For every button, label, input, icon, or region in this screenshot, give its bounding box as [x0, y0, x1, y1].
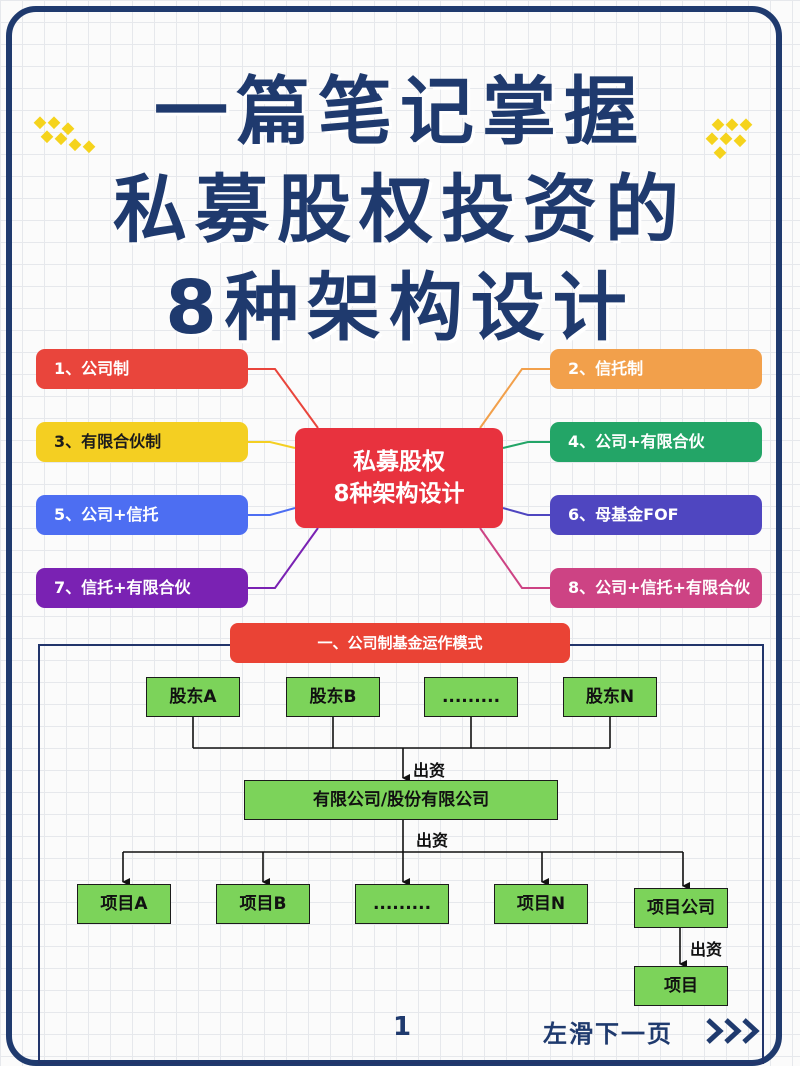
- chevron-right-icon[interactable]: [704, 1016, 768, 1046]
- invest-label-2: 出资: [416, 831, 449, 850]
- title-line-2: 私募股权投资的: [113, 167, 687, 253]
- section-title: 一、公司制基金运作模式: [230, 623, 570, 663]
- title-line-1: 一篇笔记掌握: [154, 69, 646, 155]
- mindmap-connectors: [248, 368, 550, 589]
- project-n: 项目N: [494, 884, 588, 924]
- structure-4-company-lp: 4、公司+有限合伙: [550, 422, 762, 462]
- company-box: 有限公司/股份有限公司: [244, 780, 558, 820]
- invest-label-3: 出资: [690, 940, 723, 959]
- invest-label-1: 出资: [413, 761, 446, 780]
- structure-6-fof: 6、母基金FOF: [550, 495, 762, 535]
- structure-1-company: 1、公司制: [36, 349, 248, 389]
- title-line-3: 8种架构设计: [165, 265, 635, 351]
- project-company: 项目公司: [634, 888, 728, 928]
- sparkle-left-icon: [33, 116, 96, 154]
- shareholder-ellipsis: .........: [424, 677, 518, 717]
- sparkle-right-icon: [705, 118, 753, 160]
- swipe-next-page-label[interactable]: 左滑下一页: [543, 1020, 673, 1048]
- project-b: 项目B: [216, 884, 310, 924]
- shareholder-a: 股东A: [146, 677, 240, 717]
- structure-5-company-trust: 5、公司+信托: [36, 495, 248, 535]
- project-ellipsis: .........: [355, 884, 449, 924]
- structure-7-trust-lp: 7、信托+有限合伙: [36, 568, 248, 608]
- shareholder-b: 股东B: [286, 677, 380, 717]
- structure-3-limited-partnership: 3、有限合伙制: [36, 422, 248, 462]
- center-topic-line-1: 私募股权: [353, 449, 445, 475]
- structure-8-company-trust-lp: 8、公司+信托+有限合伙: [550, 568, 762, 608]
- structure-2-trust: 2、信托制: [550, 349, 762, 389]
- shareholder-n: 股东N: [563, 677, 657, 717]
- project-a: 项目A: [77, 884, 171, 924]
- center-topic: 私募股权 8种架构设计: [295, 428, 503, 528]
- center-topic-line-2: 8种架构设计: [333, 481, 465, 507]
- page-number: 1: [393, 1012, 412, 1042]
- final-project: 项目: [634, 966, 728, 1006]
